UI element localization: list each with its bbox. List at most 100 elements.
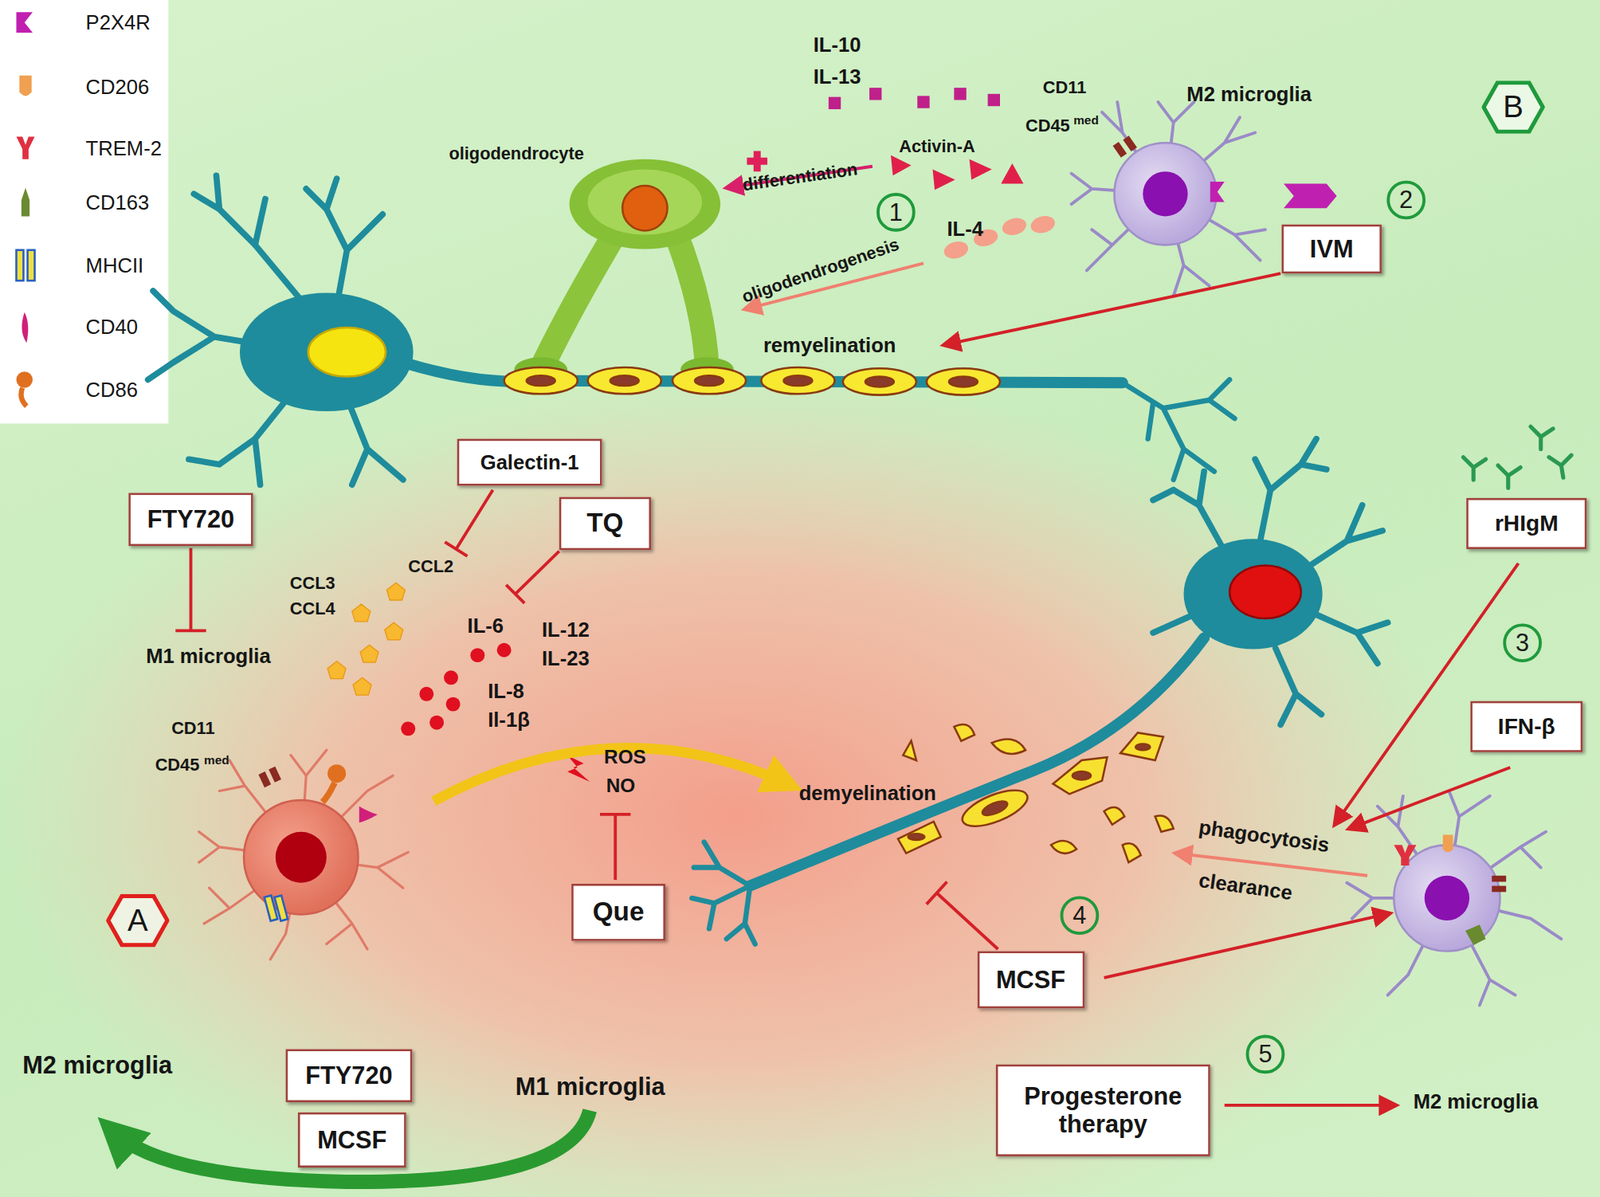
myelin-sheath: [694, 375, 724, 386]
node-text: B: [1502, 89, 1524, 125]
node-text: Progesterone therapy: [1011, 1082, 1196, 1139]
neuron-body: [239, 293, 414, 412]
ros-bolt: [567, 755, 590, 782]
drug-box: FTY720: [128, 493, 253, 547]
annotation-label: CD11: [1043, 78, 1087, 98]
neuron-right: [1184, 538, 1323, 649]
activin-a-molecules: [890, 155, 1024, 191]
callout-number: 5: [1246, 1035, 1285, 1074]
annotation-label: oligodendrogenesis: [739, 235, 902, 307]
legend-panel: [0, 0, 169, 424]
oligodendrocyte-cell: [622, 185, 667, 231]
neuron-right: [1152, 471, 1225, 552]
cytokine-dots: [446, 697, 461, 712]
drug-box: rHIgM: [1466, 498, 1587, 550]
annotation-label: med: [203, 753, 230, 768]
legend-entry: P2X4R: [86, 11, 151, 34]
node-text: Galectin-1: [480, 450, 580, 474]
node-text: Que: [592, 897, 645, 928]
legend-panel: [20, 388, 27, 407]
legend-panel: [19, 75, 32, 97]
m1-microglia: [274, 895, 288, 922]
neuron-nucleus: [308, 327, 386, 377]
node-text: 3: [1515, 628, 1530, 657]
il10-il13-molecules: [869, 87, 882, 100]
il10-il13-molecules: [828, 87, 1000, 110]
node-text: MCSF: [996, 965, 1066, 994]
demyelinating-fragments: [1072, 771, 1091, 780]
drug-box: Progesterone therapy: [996, 1064, 1211, 1157]
m2-microglia-bottom: [1491, 886, 1506, 893]
activin-a-molecules: [1000, 163, 1024, 185]
chemokine-molecules: [352, 603, 371, 622]
il10-il13-molecules: [988, 94, 1000, 106]
node-text: IVM: [1309, 235, 1354, 263]
chemokine-molecules: [384, 622, 404, 640]
legend-panel: [15, 371, 32, 388]
oligodendrocyte-cell: [675, 232, 708, 370]
oligodendrocyte-cell: [588, 169, 702, 236]
therapy-arrows: [1104, 563, 1519, 1106]
cytokine-dots: [470, 647, 485, 663]
cytokine-dots: [429, 715, 444, 730]
hexagon-outline: [1483, 82, 1543, 132]
callout-number: 1: [876, 192, 915, 232]
node-text: TQ: [586, 508, 624, 539]
demyelinating-fragments: [908, 833, 925, 840]
myelin-sheath: [610, 375, 640, 386]
annotation-label: CD45: [1025, 117, 1071, 137]
legend-panel: [0, 0, 169, 424]
m2-microglia-bottom: [1443, 835, 1454, 853]
neuron-top: [346, 397, 403, 485]
annotation-label: M1 microglia: [145, 644, 271, 667]
m2-microglia-bottom: [1346, 790, 1561, 1005]
drug-box: IVM: [1281, 224, 1382, 274]
il10-il13-molecules: [953, 87, 966, 100]
chemokine-molecules: [360, 644, 379, 663]
inhibition-lines: [175, 490, 998, 950]
neuron-right: [1229, 564, 1302, 619]
node-text: 4: [1072, 901, 1087, 930]
annotation-label: Il-1β: [487, 708, 530, 731]
neuron-right: [691, 439, 1388, 945]
chemokine-molecules: [386, 582, 405, 600]
m2-microglia-bottom: [1346, 790, 1561, 1005]
inhibition-lines: [926, 881, 999, 950]
annotation-label: NO: [606, 775, 636, 797]
annotation-label: CCL3: [290, 573, 336, 593]
demyelinating-fragments: [953, 724, 975, 742]
demyelinating-fragments: [902, 741, 917, 761]
demyelinating-fragments: [1135, 744, 1150, 751]
legend-panel: [21, 312, 28, 343]
node-text: rHIgM: [1494, 510, 1559, 537]
chemokine-molecules: [327, 582, 405, 695]
node-text: 2: [1399, 185, 1413, 214]
m1-microglia: [258, 771, 271, 788]
demyelinating-fragments: [1122, 843, 1142, 863]
legend-entry: CD86: [86, 378, 138, 401]
myelin-sheath: [672, 367, 746, 394]
demyelinating-fragments: [1155, 815, 1174, 832]
annotation-label: Activin-A: [898, 137, 976, 157]
antibodies: [1462, 457, 1486, 480]
node-text: FTY720: [305, 1061, 393, 1090]
drug-box: FTY720: [286, 1048, 413, 1102]
antibodies: [1549, 454, 1572, 478]
annotation-label: ROS: [603, 746, 647, 769]
m1-microglia: [359, 806, 378, 823]
node-text: MCSF: [317, 1125, 387, 1154]
panel-hexagon: A: [105, 894, 169, 948]
node-text: A: [127, 902, 149, 938]
m2-microglia-top: [1113, 141, 1128, 158]
cytokine-dots: [400, 721, 416, 736]
m1-microglia: [275, 831, 327, 883]
drug-box: TQ: [559, 497, 651, 551]
annotation-label: CCL2: [407, 557, 454, 577]
neuron-right: [691, 439, 1388, 945]
drug-box: IFN-β: [1470, 701, 1583, 753]
neuron-top: [305, 178, 383, 306]
neuron-top: [193, 175, 306, 306]
drug-box: Galectin-1: [457, 439, 603, 487]
neuron-right: [691, 842, 755, 945]
demyelinating-fragments: [992, 739, 1026, 754]
